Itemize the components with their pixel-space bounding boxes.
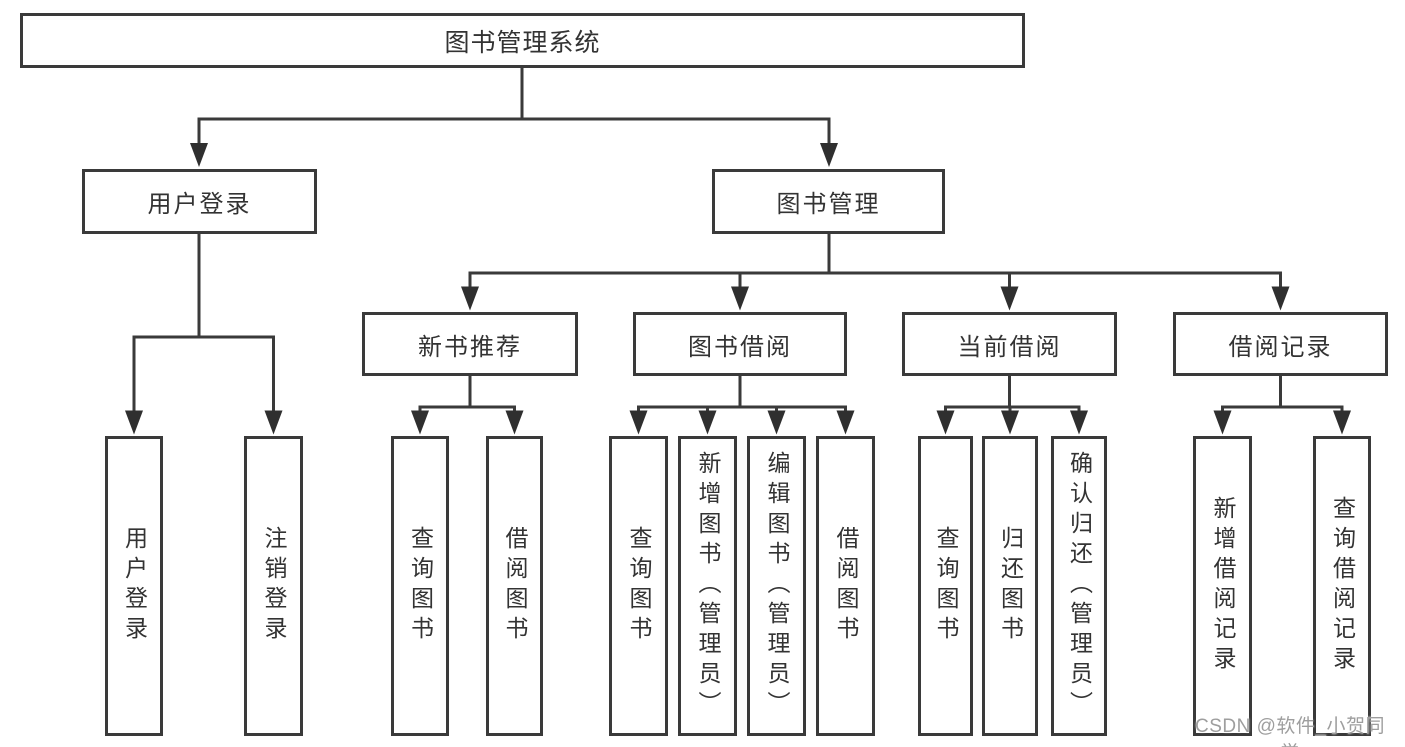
leaf-logout: 注销登录 <box>244 436 303 736</box>
node-book-management: 图书管理 <box>712 169 945 234</box>
leaf-borrow-books-recommend: 借阅图书 <box>486 436 543 736</box>
node-current-borrowing: 当前借阅 <box>902 312 1117 376</box>
node-library-management-system: 图书管理系统 <box>20 13 1025 68</box>
leaf-query-books-borrowing: 查询图书 <box>609 436 668 736</box>
leaf-return-books: 归还图书 <box>982 436 1038 736</box>
leaf-query-books-current: 查询图书 <box>918 436 973 736</box>
leaf-user-login: 用户登录 <box>105 436 163 736</box>
leaf-edit-books-admin: 编辑图书（管理员） <box>747 436 806 736</box>
leaf-query-borrow-record: 查询借阅记录 <box>1313 436 1371 736</box>
leaf-add-books-admin: 新增图书（管理员） <box>678 436 737 736</box>
leaf-confirm-return-admin: 确认归还（管理员） <box>1051 436 1107 736</box>
leaf-borrow-books: 借阅图书 <box>816 436 875 736</box>
csdn-watermark: CSDN @软件_小贺同学 <box>1195 716 1385 747</box>
leaf-add-borrow-record: 新增借阅记录 <box>1193 436 1252 736</box>
node-book-borrowing: 图书借阅 <box>633 312 847 376</box>
node-new-book-recommend: 新书推荐 <box>362 312 578 376</box>
node-borrowing-records: 借阅记录 <box>1173 312 1388 376</box>
node-user-login: 用户登录 <box>82 169 317 234</box>
leaf-query-books-recommend: 查询图书 <box>391 436 449 736</box>
